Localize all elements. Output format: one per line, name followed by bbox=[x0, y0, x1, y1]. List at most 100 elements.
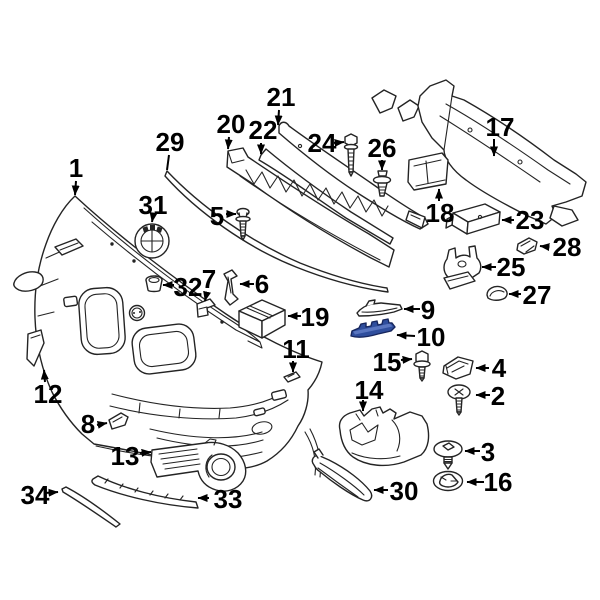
callout-34-label[interactable]: 34 bbox=[21, 480, 50, 510]
callout-25-label[interactable]: 25 bbox=[497, 252, 526, 282]
callout-26-label[interactable]: 26 bbox=[368, 133, 397, 163]
callout-13[interactable]: 13 bbox=[111, 441, 152, 471]
part-29-trim-strip bbox=[164, 170, 389, 293]
callout-14-label[interactable]: 14 bbox=[355, 375, 384, 405]
part-17-bumper-carrier bbox=[371, 79, 587, 227]
callout-30-label[interactable]: 30 bbox=[390, 476, 419, 506]
callout-21[interactable]: 21 bbox=[267, 82, 296, 126]
callout-31-arrow bbox=[149, 211, 158, 223]
part-33-lower-grille-trim bbox=[91, 475, 199, 509]
callout-8-label[interactable]: 8 bbox=[81, 409, 95, 439]
callout-7[interactable]: 7 bbox=[202, 264, 216, 302]
callout-18-label[interactable]: 18 bbox=[426, 198, 455, 228]
callout-25[interactable]: 25 bbox=[481, 252, 526, 282]
callout-12[interactable]: 12 bbox=[34, 369, 63, 409]
part-31-emblem bmw-roundel-icon bbox=[134, 223, 170, 259]
callout-1[interactable]: 1 bbox=[69, 153, 83, 196]
callout-9[interactable]: 9 bbox=[403, 295, 435, 325]
callout-29-arrow bbox=[166, 154, 170, 171]
callout-1-label[interactable]: 1 bbox=[69, 153, 83, 183]
part-34-trim-strip bbox=[61, 486, 121, 528]
callout-28[interactable]: 28 bbox=[539, 232, 582, 262]
callout-10[interactable]: 10 bbox=[396, 322, 446, 352]
callout-31-label[interactable]: 31 bbox=[139, 190, 168, 220]
callout-26[interactable]: 26 bbox=[368, 133, 397, 171]
part-20-energy-absorber bbox=[226, 147, 395, 268]
callout-23[interactable]: 23 bbox=[501, 205, 545, 235]
callout-13-label[interactable]: 13 bbox=[111, 441, 140, 471]
callout-29[interactable]: 29 bbox=[156, 127, 185, 171]
callout-5-label[interactable]: 5 bbox=[210, 201, 224, 231]
callout-5[interactable]: 5 bbox=[210, 201, 237, 231]
callout-8[interactable]: 8 bbox=[81, 409, 108, 439]
callout-20-label[interactable]: 20 bbox=[217, 109, 246, 139]
callout-15[interactable]: 15 bbox=[373, 347, 413, 377]
part-3-expansion-rivet bbox=[433, 440, 463, 470]
callout-11[interactable]: 11 bbox=[282, 334, 310, 373]
part-22-lower-support bbox=[258, 148, 394, 245]
callout-22[interactable]: 22 bbox=[249, 115, 278, 155]
callout-33[interactable]: 33 bbox=[197, 484, 243, 514]
callout-34[interactable]: 34 bbox=[21, 480, 59, 510]
callout-15-label[interactable]: 15 bbox=[373, 347, 402, 377]
callout-2[interactable]: 2 bbox=[475, 381, 505, 411]
part-11-clip bbox=[283, 371, 301, 383]
callout-27-label[interactable]: 27 bbox=[523, 280, 552, 310]
callout-17-label[interactable]: 17 bbox=[486, 112, 515, 142]
callout-2-label[interactable]: 2 bbox=[491, 381, 505, 411]
callout-20[interactable]: 20 bbox=[217, 109, 246, 150]
part-13-fog-light-trim bbox=[150, 438, 247, 492]
callout-24-arrow bbox=[333, 138, 345, 147]
callout-10-label[interactable]: 10 bbox=[417, 322, 446, 352]
callout-24-label[interactable]: 24 bbox=[308, 128, 337, 158]
part-23-mount-bracket bbox=[445, 203, 501, 235]
callout-21-label[interactable]: 21 bbox=[267, 82, 296, 112]
callout-4-label[interactable]: 4 bbox=[492, 353, 507, 383]
callout-31[interactable]: 31 bbox=[139, 190, 168, 223]
callout-11-label[interactable]: 11 bbox=[282, 334, 310, 364]
part-6-bracket bbox=[223, 269, 239, 306]
part-15-screw bbox=[413, 350, 431, 382]
part-24-bolt bbox=[343, 133, 359, 177]
part-14-arch-panel bbox=[338, 406, 430, 467]
part-12-foil bbox=[26, 329, 45, 367]
part-16-grommet bbox=[432, 470, 464, 492]
callout-10-arrow bbox=[396, 331, 416, 340]
part-26-push-fastener bbox=[372, 170, 392, 197]
callout-4[interactable]: 4 bbox=[475, 353, 507, 383]
part-30-air-duct bbox=[311, 448, 373, 502]
callout-1-arrow bbox=[71, 180, 80, 196]
callout-21-arrow bbox=[274, 109, 283, 126]
part-21-upper-support bbox=[278, 121, 429, 230]
callout-30[interactable]: 30 bbox=[373, 476, 419, 506]
part-5-screw bbox=[235, 207, 251, 241]
callout-16-label[interactable]: 16 bbox=[484, 467, 513, 497]
callout-7-label[interactable]: 7 bbox=[202, 264, 216, 294]
callout-14[interactable]: 14 bbox=[355, 375, 384, 412]
callout-16[interactable]: 16 bbox=[466, 467, 513, 497]
callout-19[interactable]: 19 bbox=[287, 302, 330, 332]
callout-6-label[interactable]: 6 bbox=[255, 269, 269, 299]
callout-3-label[interactable]: 3 bbox=[481, 437, 495, 467]
callout-12-label[interactable]: 12 bbox=[34, 379, 63, 409]
part-10-guide-rail-highlighted[interactable] bbox=[350, 318, 396, 338]
callout-27[interactable]: 27 bbox=[508, 280, 552, 310]
callout-6[interactable]: 6 bbox=[239, 269, 269, 299]
callout-24[interactable]: 24 bbox=[308, 128, 345, 158]
callout-3[interactable]: 3 bbox=[464, 437, 495, 467]
callout-29-label[interactable]: 29 bbox=[156, 127, 185, 157]
callout-18[interactable]: 18 bbox=[426, 188, 455, 228]
callout-9-label[interactable]: 9 bbox=[421, 295, 435, 325]
callout-32-label[interactable]: 32 bbox=[174, 272, 203, 302]
callout-19-label[interactable]: 19 bbox=[301, 302, 330, 332]
callout-32[interactable]: 32 bbox=[162, 272, 203, 302]
part-2-screw bbox=[447, 384, 471, 416]
callout-33-label[interactable]: 33 bbox=[214, 484, 243, 514]
callout-13-arrow bbox=[139, 448, 152, 457]
callout-23-label[interactable]: 23 bbox=[516, 205, 545, 235]
callout-22-label[interactable]: 22 bbox=[249, 115, 278, 145]
callout-17[interactable]: 17 bbox=[486, 112, 515, 157]
callout-28-label[interactable]: 28 bbox=[553, 232, 582, 262]
